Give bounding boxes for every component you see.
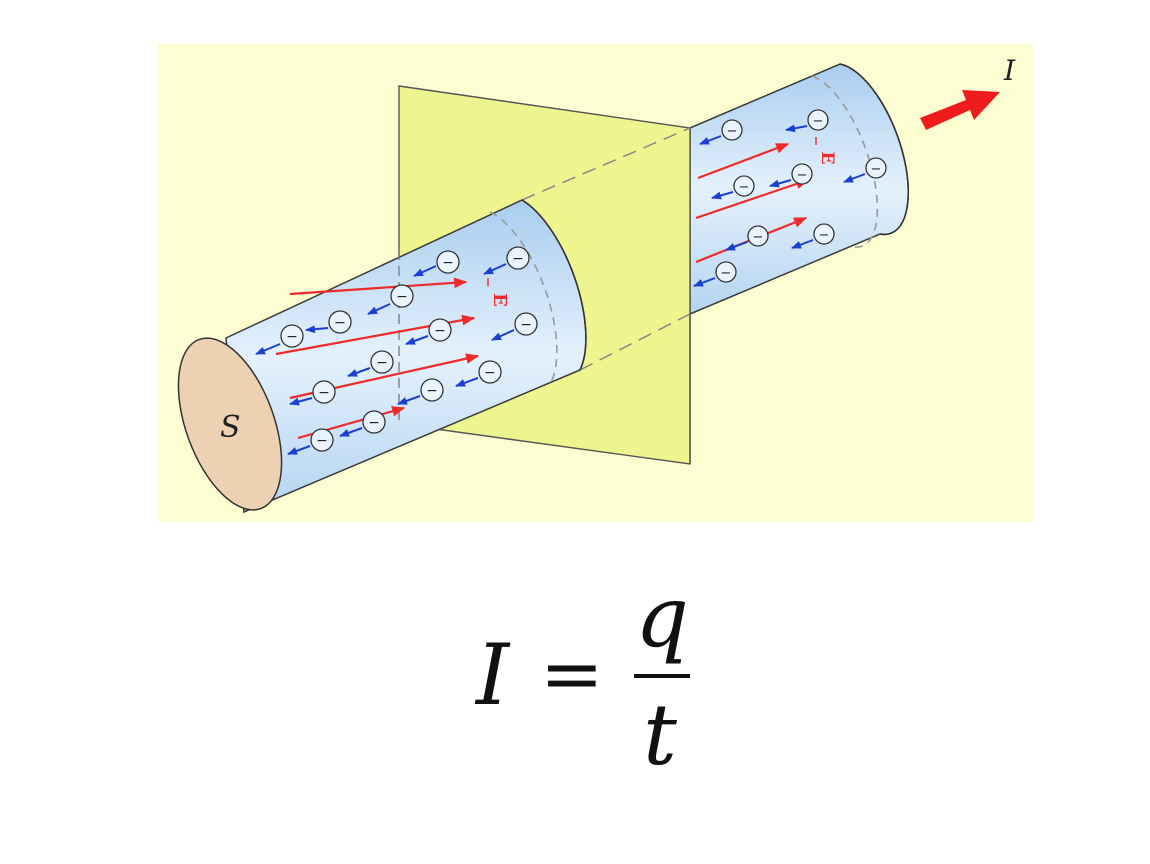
svg-text:−: − bbox=[368, 415, 380, 431]
cross-section-end-cap: S bbox=[177, 337, 283, 511]
electron-icon: − bbox=[287, 428, 334, 455]
svg-text:−: − bbox=[721, 266, 732, 281]
svg-text:E: E bbox=[817, 152, 837, 165]
svg-text:−: − bbox=[520, 317, 532, 333]
svg-text:−: − bbox=[797, 168, 808, 183]
wire-segment-far bbox=[689, 63, 910, 316]
svg-text:−: − bbox=[512, 251, 524, 267]
electron-icon: − bbox=[725, 225, 769, 251]
field-arrow bbox=[697, 142, 790, 180]
electron-icon: − bbox=[843, 157, 887, 183]
field-arrow bbox=[695, 178, 810, 220]
electron-icon: − bbox=[699, 119, 743, 145]
electron-icon: − bbox=[711, 175, 755, 200]
electron-icon: − bbox=[491, 312, 538, 341]
electron-icon: − bbox=[413, 250, 460, 277]
svg-text:E: E bbox=[489, 293, 510, 307]
svg-text:−: − bbox=[871, 162, 882, 177]
field-label-near: E bbox=[487, 278, 510, 307]
svg-text:−: − bbox=[813, 114, 824, 129]
electron-icon: − bbox=[289, 380, 336, 406]
conductor-current-diagram: S − − − − − − − − − − − − − − − − − − − bbox=[158, 44, 1033, 522]
electrons-far: − − − − − − − − bbox=[693, 109, 887, 287]
current-label: I bbox=[1003, 54, 1016, 87]
svg-text:−: − bbox=[727, 124, 738, 139]
formula-numerator: q bbox=[635, 568, 689, 666]
svg-text:−: − bbox=[442, 255, 454, 271]
field-label-far: E bbox=[815, 137, 837, 165]
current-arrow-icon bbox=[920, 90, 1000, 130]
electron-icon: − bbox=[397, 378, 444, 405]
svg-text:−: − bbox=[426, 383, 438, 399]
svg-text:−: − bbox=[739, 180, 750, 195]
electron-icon: − bbox=[367, 284, 414, 315]
formula-equals: = bbox=[540, 629, 604, 718]
formula-denominator: t bbox=[643, 686, 677, 784]
svg-text:−: − bbox=[318, 385, 330, 401]
cross-section-label: S bbox=[220, 410, 241, 445]
electron-icon: − bbox=[347, 350, 394, 377]
svg-text:−: − bbox=[434, 323, 446, 339]
electron-icon: − bbox=[693, 261, 737, 287]
formula-lhs: I bbox=[474, 626, 511, 724]
electron-icon: − bbox=[305, 310, 352, 334]
electrons-near: − − − − − − − − − − − − − bbox=[255, 246, 538, 455]
svg-text:−: − bbox=[376, 355, 388, 371]
svg-text:−: − bbox=[334, 315, 346, 331]
current-formula: I = q t bbox=[474, 568, 690, 784]
hidden-wire-edges bbox=[521, 127, 691, 371]
electron-icon: − bbox=[785, 109, 829, 133]
svg-text:−: − bbox=[753, 230, 764, 245]
svg-text:−: − bbox=[316, 433, 328, 449]
electron-icon: − bbox=[483, 246, 530, 275]
field-arrow bbox=[289, 277, 468, 296]
svg-text:−: − bbox=[819, 228, 830, 243]
svg-text:−: − bbox=[286, 329, 298, 345]
electron-icon: − bbox=[339, 410, 386, 437]
electron-icon: − bbox=[769, 163, 813, 188]
svg-text:−: − bbox=[484, 365, 496, 381]
electron-icon: − bbox=[405, 318, 452, 345]
electron-icon: − bbox=[255, 324, 304, 355]
svg-text:−: − bbox=[396, 289, 408, 305]
electron-icon: − bbox=[791, 223, 835, 249]
electron-icon: − bbox=[455, 360, 502, 387]
